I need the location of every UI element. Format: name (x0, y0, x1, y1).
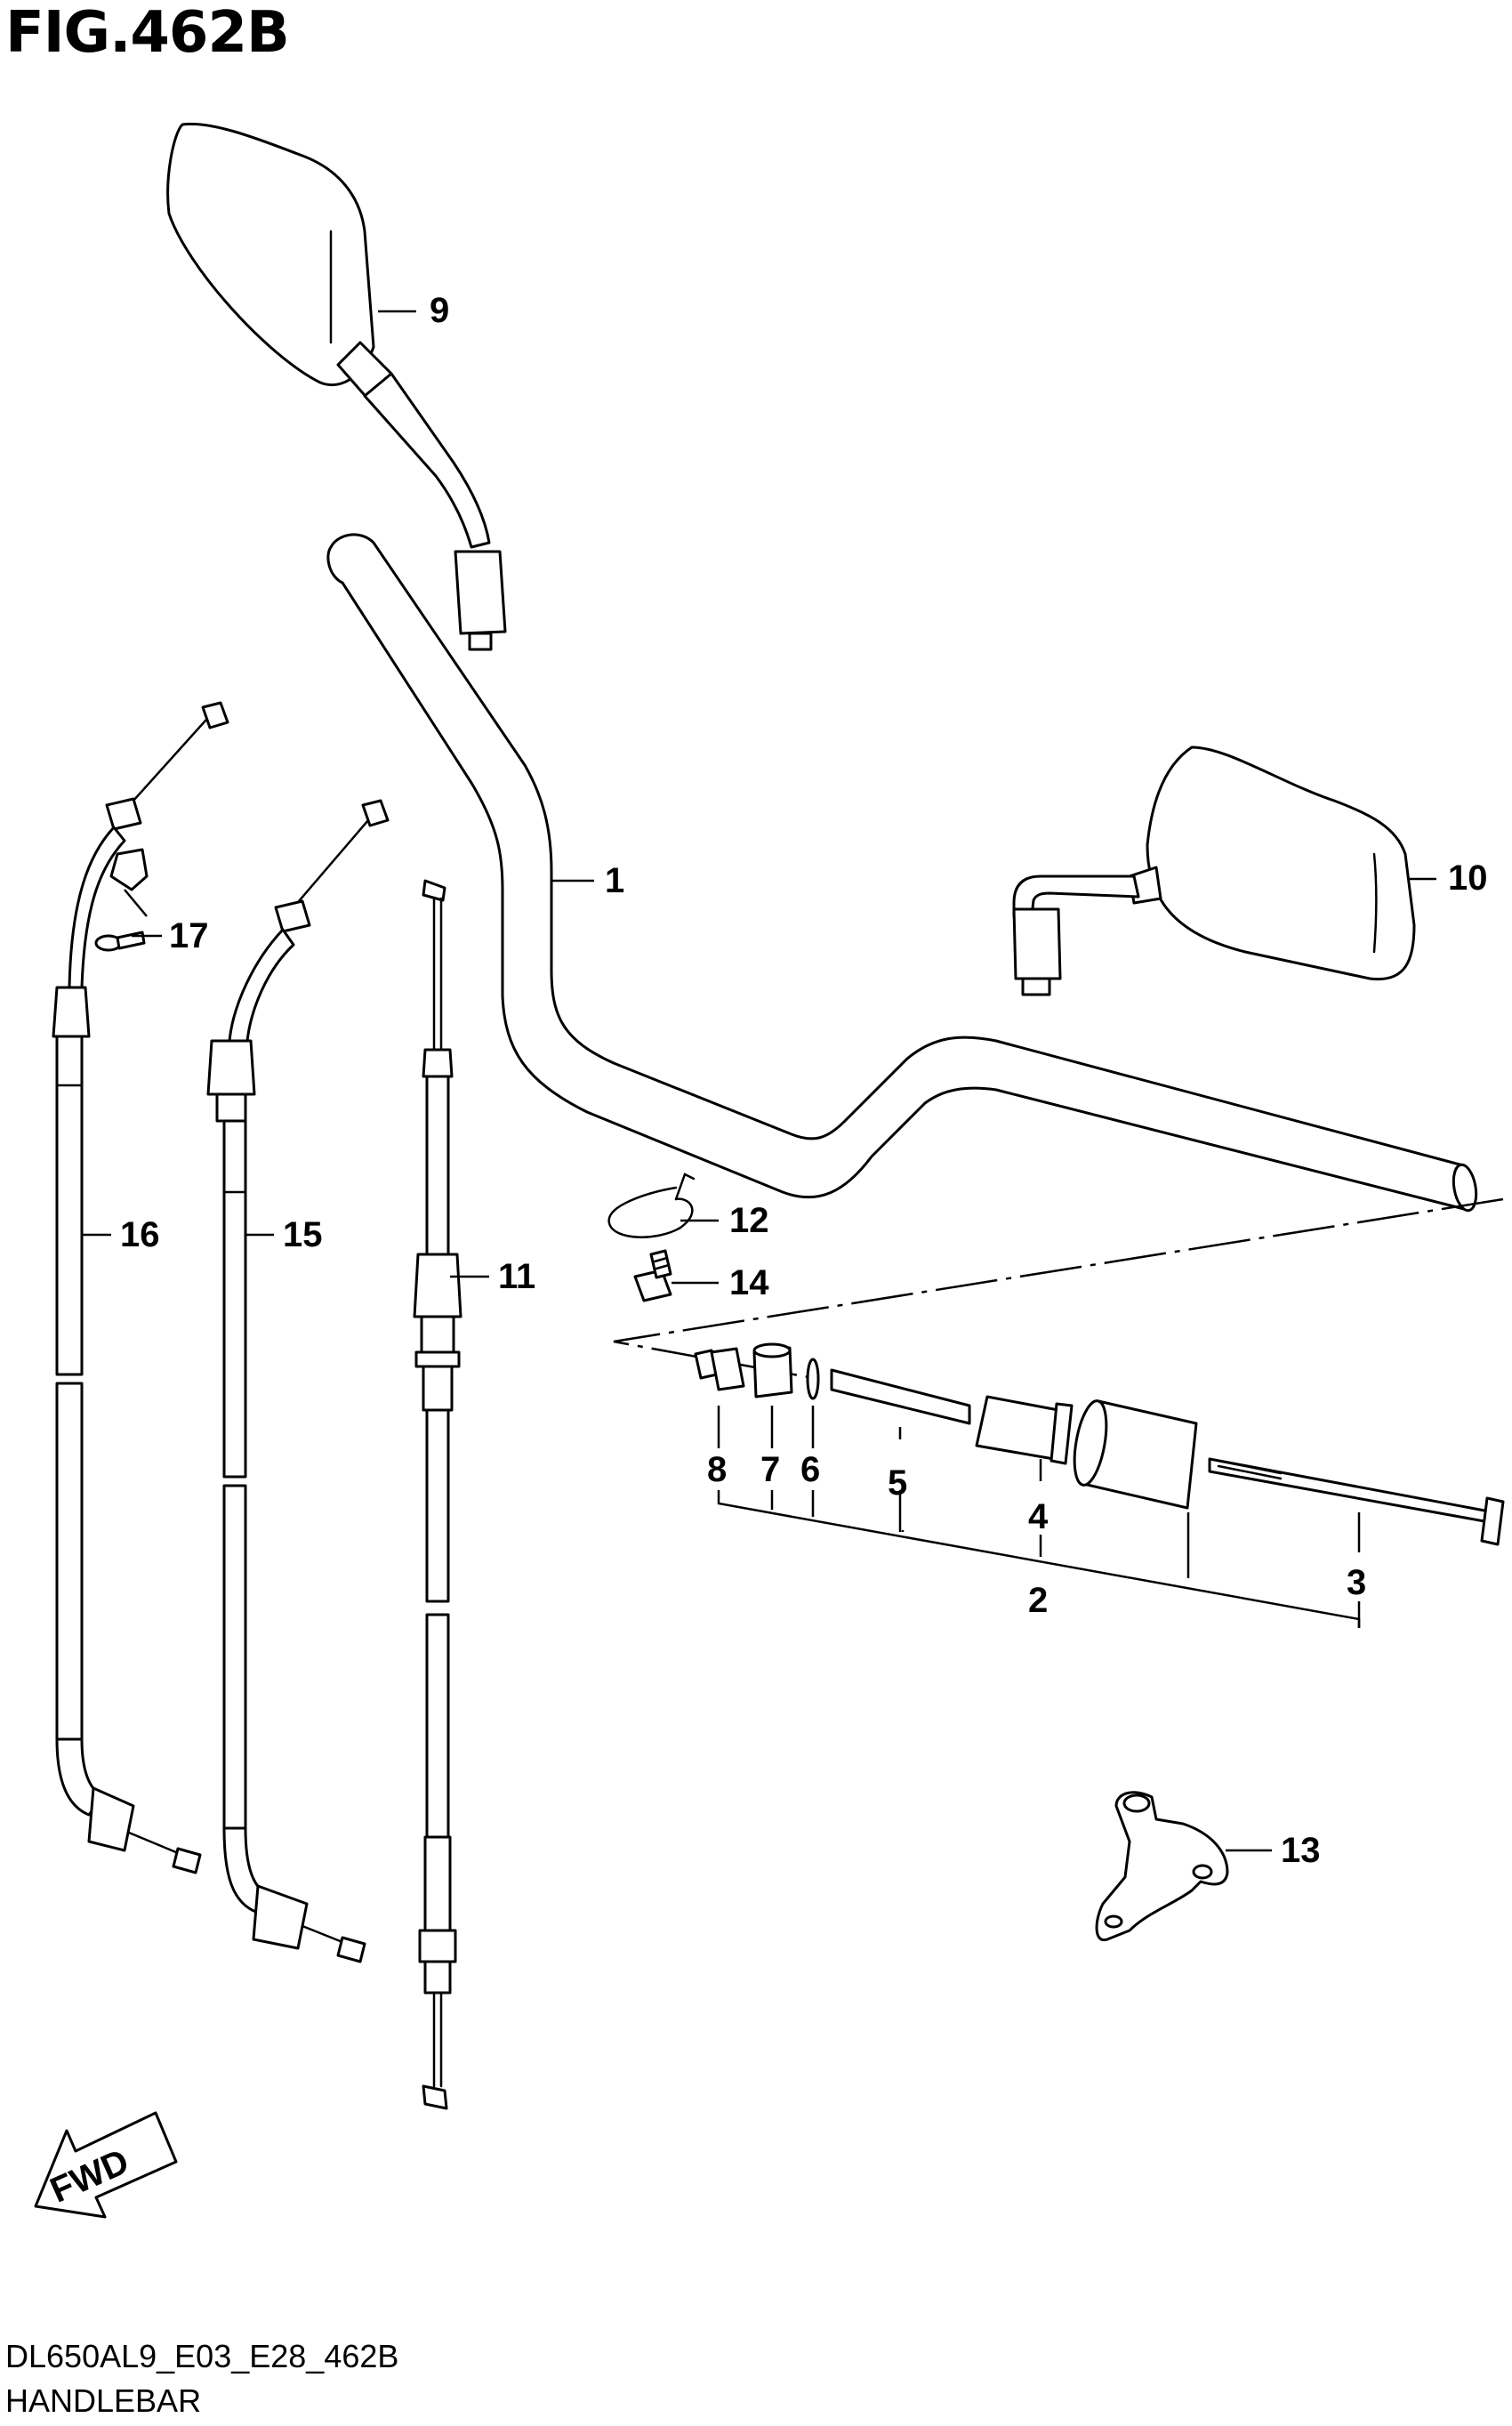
callout-1: 1 (605, 861, 624, 900)
callout-13: 13 (1281, 1831, 1321, 1870)
assembly-axis-line (613, 1197, 1504, 1381)
part-5-sleeve[interactable] (830, 1368, 971, 1425)
figure-title: FIG.462B (5, 0, 290, 66)
part-16-cable[interactable] (52, 701, 229, 1874)
callout-9: 9 (430, 291, 449, 330)
part-14-bolt[interactable] (633, 1249, 672, 1302)
part-11-cable[interactable] (413, 879, 462, 2110)
part-13-bracket[interactable] (1095, 1791, 1229, 1942)
callout-7: 7 (760, 1450, 780, 1489)
callout-4: 4 (1028, 1497, 1049, 1536)
model-code: DL650AL9_E03_E28_462B (5, 2338, 399, 2374)
callout-15: 15 (283, 1215, 323, 1254)
part-1-handlebar[interactable] (326, 533, 1479, 1213)
part-4-inner-weight[interactable] (975, 1395, 1074, 1465)
part-6-washer[interactable] (806, 1358, 820, 1400)
part-10-right-mirror[interactable] (1012, 746, 1416, 996)
callout-8: 8 (707, 1450, 727, 1489)
part-7-collar[interactable] (752, 1342, 793, 1398)
callout-12: 12 (729, 1201, 769, 1240)
part-3-long-bolt[interactable] (1208, 1457, 1505, 1546)
part-2-balancer-weight[interactable] (1069, 1398, 1198, 1510)
callout-11: 11 (498, 1257, 535, 1296)
callout-numbers: 9 1 10 12 14 11 15 16 17 8 7 6 5 4 2 3 1… (120, 291, 1488, 1870)
callout-2: 2 (1028, 1581, 1048, 1620)
forward-direction-badge: FWD (34, 2111, 178, 2219)
part-12-clip[interactable] (607, 1173, 696, 1238)
callout-3: 3 (1347, 1563, 1366, 1602)
callout-5: 5 (888, 1463, 907, 1503)
callout-14: 14 (729, 1263, 769, 1302)
part-15-cable[interactable] (206, 799, 390, 1963)
figure-name: HANDLEBAR (5, 2382, 202, 2419)
callout-16: 16 (120, 1215, 160, 1254)
leader-lines (82, 310, 1436, 1852)
callout-6: 6 (800, 1450, 820, 1489)
callout-10: 10 (1448, 858, 1488, 898)
part-8-collar-bolt[interactable] (694, 1347, 745, 1391)
part-9-left-mirror[interactable] (166, 122, 507, 651)
callout-17: 17 (169, 916, 209, 955)
